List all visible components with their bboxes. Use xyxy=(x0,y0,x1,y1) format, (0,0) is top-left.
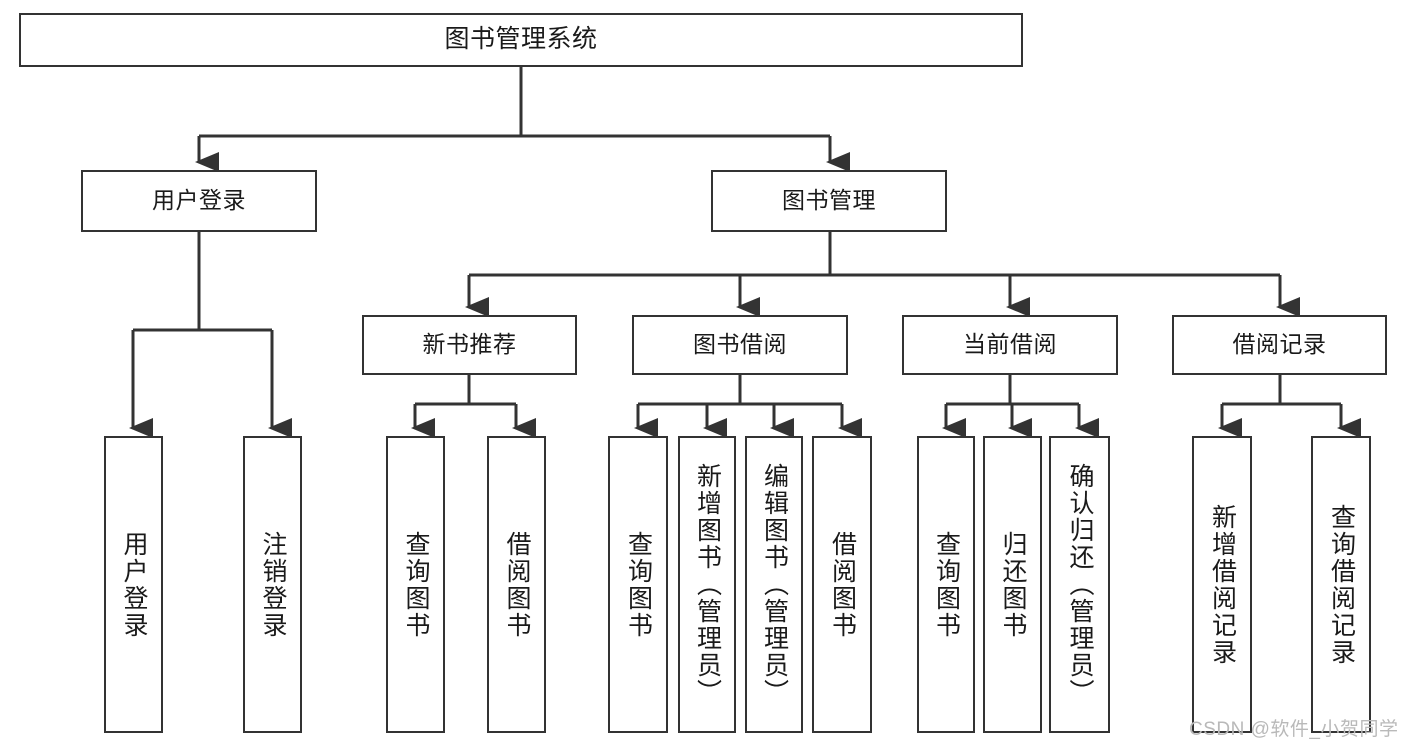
node-book-management[interactable]: 图书管理 xyxy=(711,170,947,232)
leaf-borrow-borrow-book-label: 借阅图书 xyxy=(828,530,857,639)
leaf-recommend-borrow-book-label: 借阅图书 xyxy=(503,530,531,639)
leaf-user-logout-label: 注销登录 xyxy=(259,530,287,639)
leaf-borrow-borrow-book[interactable]: 借阅图书 xyxy=(812,436,872,733)
leaf-recommend-borrow-book[interactable]: 借阅图书 xyxy=(487,436,546,733)
node-current-borrow[interactable]: 当前借阅 xyxy=(902,315,1118,375)
leaf-current-query-book[interactable]: 查询图书 xyxy=(917,436,975,733)
leaf-borrow-query-book[interactable]: 查询图书 xyxy=(608,436,668,733)
leaf-user-login-label: 用户登录 xyxy=(120,530,148,639)
leaf-current-return-book-label: 归还图书 xyxy=(999,530,1027,639)
node-borrow-record[interactable]: 借阅记录 xyxy=(1172,315,1387,375)
leaf-borrow-query-book-label: 查询图书 xyxy=(624,530,653,639)
node-current-borrow-label: 当前借阅 xyxy=(963,331,1057,358)
node-new-book-recommend-label: 新书推荐 xyxy=(422,331,517,358)
node-book-borrow-label: 图书借阅 xyxy=(693,331,787,358)
node-user-login-label: 用户登录 xyxy=(152,187,246,214)
node-new-book-recommend[interactable]: 新书推荐 xyxy=(362,315,577,375)
leaf-current-query-book-label: 查询图书 xyxy=(932,530,961,639)
leaf-borrow-edit-book-admin[interactable]: 编辑图书（管理员） xyxy=(745,436,803,733)
leaf-user-login[interactable]: 用户登录 xyxy=(104,436,163,733)
leaf-current-return-book[interactable]: 归还图书 xyxy=(983,436,1042,733)
leaf-recommend-query-book-label: 查询图书 xyxy=(402,530,430,639)
node-book-borrow[interactable]: 图书借阅 xyxy=(632,315,848,375)
leaf-current-confirm-return-admin[interactable]: 确认归还（管理员） xyxy=(1049,436,1110,733)
leaf-user-logout[interactable]: 注销登录 xyxy=(243,436,302,733)
node-user-login[interactable]: 用户登录 xyxy=(81,170,317,232)
leaf-borrow-add-book-admin-label: 新增图书（管理员） xyxy=(693,463,722,706)
leaf-current-confirm-return-admin-label: 确认归还（管理员） xyxy=(1066,463,1094,706)
node-borrow-record-label: 借阅记录 xyxy=(1232,331,1327,358)
leaf-borrow-add-book-admin[interactable]: 新增图书（管理员） xyxy=(678,436,736,733)
leaf-record-query-borrow-record-label: 查询借阅记录 xyxy=(1327,503,1356,666)
leaf-borrow-edit-book-admin-label: 编辑图书（管理员） xyxy=(760,463,789,706)
leaf-record-add-borrow-record[interactable]: 新增借阅记录 xyxy=(1192,436,1252,733)
leaf-record-add-borrow-record-label: 新增借阅记录 xyxy=(1208,503,1237,666)
node-root-label: 图书管理系统 xyxy=(444,25,598,54)
leaf-record-query-borrow-record[interactable]: 查询借阅记录 xyxy=(1311,436,1371,733)
node-book-management-label: 图书管理 xyxy=(782,187,876,214)
leaf-recommend-query-book[interactable]: 查询图书 xyxy=(386,436,445,733)
node-root[interactable]: 图书管理系统 xyxy=(19,13,1023,67)
